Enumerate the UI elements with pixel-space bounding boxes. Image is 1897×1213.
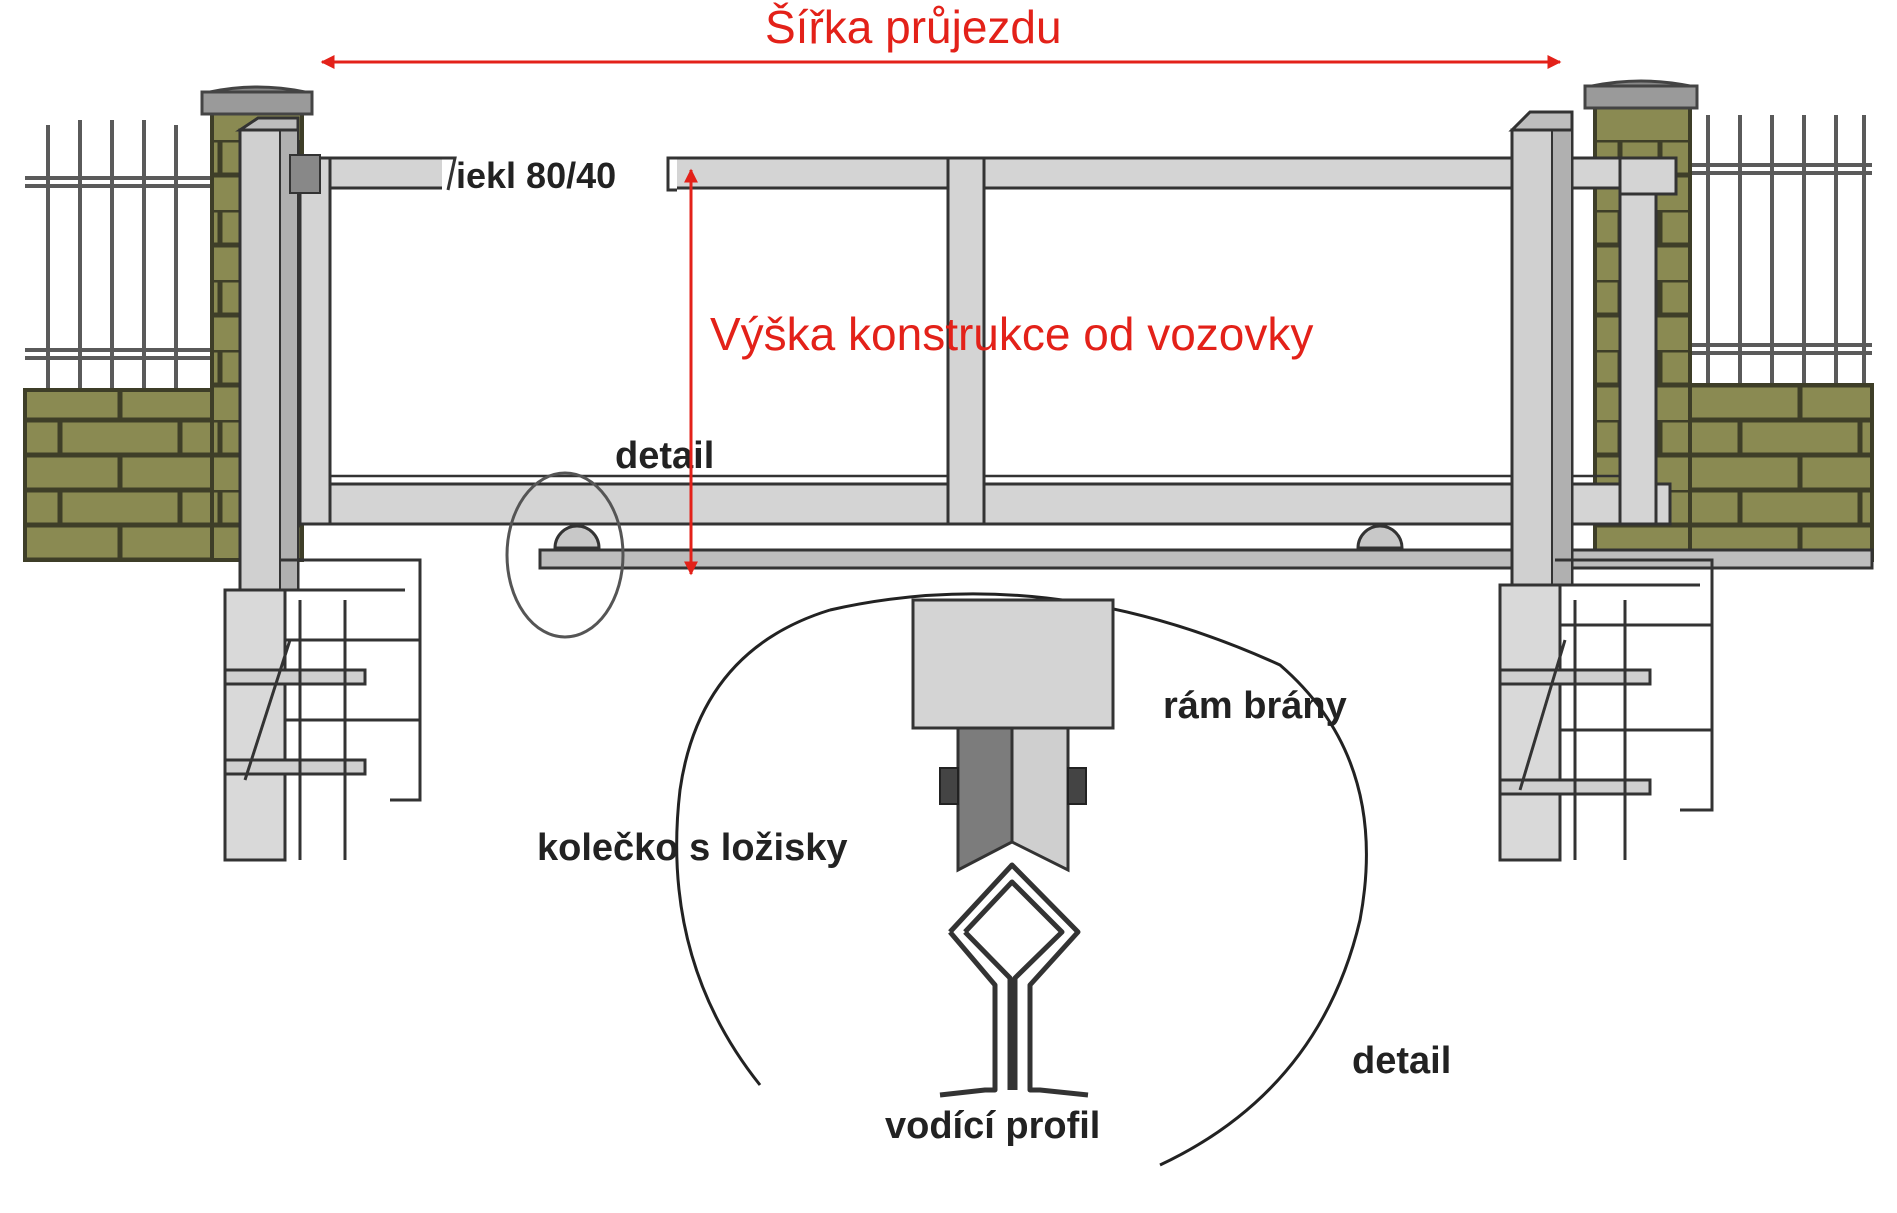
detail-label-large: detail <box>1352 1040 1451 1082</box>
right-gate-post <box>1508 110 1574 587</box>
guide-label: vodící profil <box>885 1105 1100 1147</box>
detail-guide-profile <box>939 862 1089 1098</box>
gate-wheels <box>553 524 1404 550</box>
detail-gate-frame <box>911 598 1115 730</box>
dimension-annotations: Šířka průjezdu Výška konstrukce od vozov… <box>320 1 1562 576</box>
wheel-right <box>1356 524 1404 550</box>
detail-bolt-right <box>1067 767 1087 805</box>
gate-right-stile <box>1618 156 1658 526</box>
left-post-bracket <box>289 154 321 194</box>
detail-circle-small <box>505 471 625 639</box>
detail-wheel-dark <box>956 726 1014 873</box>
wheel-label: kolečko s ložisky <box>537 827 848 869</box>
frame-label: rám brány <box>1163 685 1347 727</box>
profile-label-bg <box>442 155 677 195</box>
right-ground-support <box>1498 558 1714 862</box>
left-fence-railing <box>25 120 215 390</box>
gate-middle-stile <box>946 156 986 526</box>
right-pillar-cap <box>1583 84 1699 110</box>
profile-label-bracket <box>442 156 457 191</box>
left-pillar-cap-top <box>209 85 306 94</box>
wheel-left <box>553 524 601 550</box>
width-label: Šířka průjezdu <box>765 1 1062 53</box>
detail-circle-large <box>675 592 1368 1167</box>
profile-label: iekl 80/40 <box>456 155 616 196</box>
left-brick-wall <box>23 388 237 562</box>
detail-label-small: detail <box>615 435 714 477</box>
profile-label-bracket-right <box>666 156 677 192</box>
left-ground-support <box>223 558 422 862</box>
right-fence-railing <box>1690 115 1872 385</box>
detail-view: rám brány kolečko s ložisky vodící profi… <box>537 592 1451 1167</box>
right-pillar-cap-top <box>1591 79 1691 88</box>
right-brick-wall <box>1658 383 1874 562</box>
gate-left-stile <box>298 156 332 526</box>
left-pillar-cap <box>200 90 314 116</box>
detail-bolt-left <box>939 767 959 805</box>
gate-tail <box>1618 156 1678 196</box>
height-label: Výška konstrukce od vozovky <box>710 308 1313 360</box>
detail-wheel-light <box>1010 726 1070 873</box>
left-gate-post <box>235 116 321 592</box>
